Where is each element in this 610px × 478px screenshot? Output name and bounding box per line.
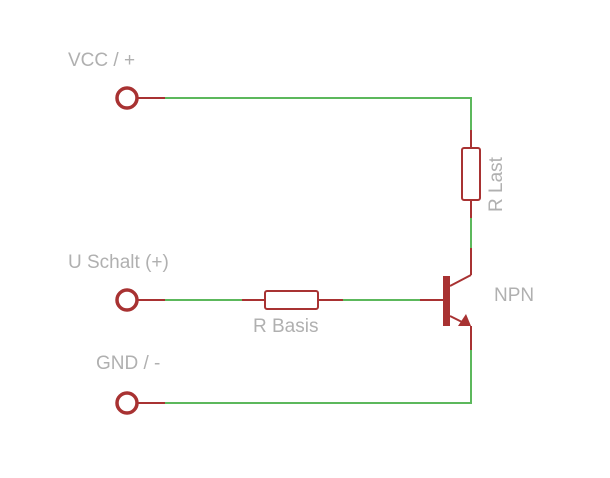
u-schalt-label: U Schalt (+) [68,252,169,273]
u-schalt-pad-icon [115,288,139,312]
npn-transistor[interactable] [420,248,472,350]
wire-gnd-to-emitter [165,350,472,404]
npn-base-bar [443,276,450,326]
wire-vcc-to-rlast [165,97,472,130]
r-last-label: R Last [486,156,507,212]
r-basis-body [264,290,319,310]
vcc-terminal[interactable] [115,86,165,110]
r-basis-label: R Basis [253,316,318,337]
gnd-terminal[interactable] [115,391,165,415]
npn-collector-line [449,274,472,287]
npn-label: NPN [494,285,534,306]
npn-emitter-line [449,315,463,323]
npn-emitter-arrow-icon [458,314,471,326]
vcc-label: VCC / + [68,50,135,71]
gnd-pad-icon [115,391,139,415]
r-basis-resistor[interactable] [242,290,343,310]
vcc-pad-icon [115,86,139,110]
r-last-resistor[interactable] [461,130,481,218]
r-last-body [461,147,481,201]
gnd-label: GND / - [96,353,160,374]
u-schalt-terminal[interactable] [115,288,165,312]
